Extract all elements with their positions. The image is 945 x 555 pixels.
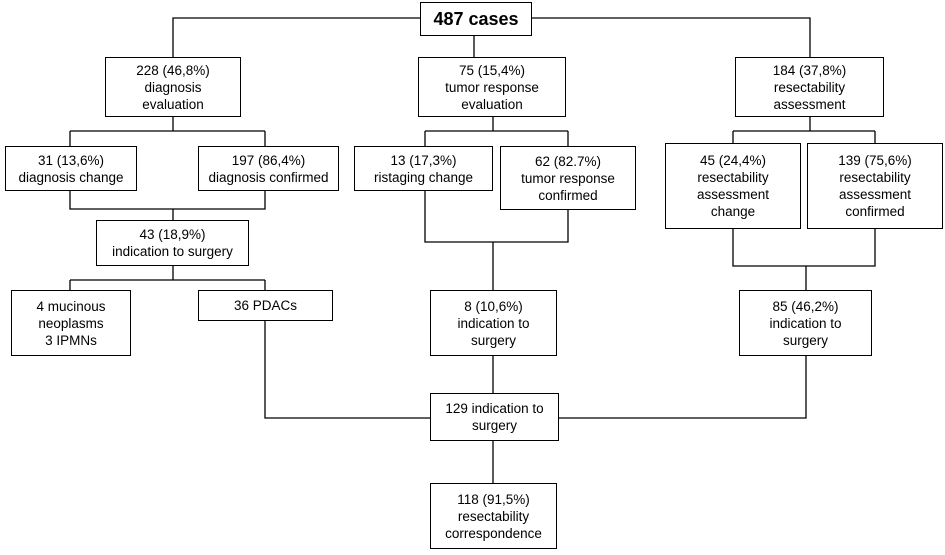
box-text-line: 3 IPMNs	[45, 332, 97, 348]
connector-tumor-merge	[424, 191, 569, 290]
box-text-line: diagnosis change	[18, 169, 124, 185]
resectability-confirmed-box: 139 (75,6%) resectability assessment confir…	[807, 143, 943, 229]
diagnosis-confirmed-box: 197 (86,4%)diagnosis confirmed	[198, 146, 339, 191]
box-text-line: 85 (46,2%)	[772, 298, 839, 314]
box-text-line: 129 indication to	[445, 401, 544, 416]
box-text-line: tumor response	[521, 170, 615, 186]
box-text-line: resectability	[457, 508, 530, 524]
resectability-change-box: 45 (24,4%) resectability assessment change	[665, 143, 801, 229]
connector-root-branches	[172, 17, 811, 57]
box-text-line: diagnosis	[144, 79, 202, 95]
box-text-line: 13 (17,3%)	[390, 152, 457, 168]
merged-indication-box: 129 indication to surgery	[430, 393, 559, 441]
box-text-line: 118 (91,5%)	[457, 491, 530, 507]
box-text-line: 43 (18,9%)	[139, 227, 206, 242]
box-text-line: 36 PDACs	[233, 298, 298, 313]
box-text-line: surgery	[471, 418, 517, 433]
ristaging-change-box: 13 (17,3%)ristaging change	[354, 146, 493, 191]
box-text-line: evaluation	[142, 96, 204, 112]
connector-diagnosis-merge	[69, 191, 266, 220]
box-text-line: evaluation	[461, 96, 523, 112]
connector-resectability-indication-merge	[559, 356, 807, 419]
box-text-line: 139 (75,6%)	[838, 153, 912, 168]
box-text-line: 45 (24,4%)	[699, 153, 767, 168]
box-text-line: ristaging change	[373, 169, 474, 185]
box-text-line: 197 (86,4%)	[231, 152, 306, 168]
box-text-line: confirmed	[538, 187, 598, 203]
box-text-line: assessment	[696, 187, 770, 202]
box-text-line: 4 mucinous	[36, 298, 106, 314]
box-text-line: indication to	[769, 315, 842, 331]
box-text-line: resectability	[697, 170, 769, 185]
connector-tumor-split	[424, 117, 569, 146]
box-text-line: 487 cases	[433, 8, 519, 29]
box-text-line: surgery	[782, 332, 828, 348]
diagnosis-indication-box: 43 (18,9%) indication to surgery	[96, 220, 249, 266]
box-text-line: confirmed	[845, 204, 905, 219]
connector-diagnosis-indication-split	[69, 266, 266, 290]
box-text-line: 62 (82.7%)	[534, 153, 602, 169]
connector-resectability-split	[732, 117, 876, 143]
box-text-line: correspondence	[445, 525, 542, 541]
connector-pdacs-merge	[264, 321, 430, 419]
box-text-line: diagnosis confirmed	[208, 169, 329, 185]
box-text-line: 228 (46,8%)	[136, 62, 210, 78]
box-text-line: tumor response	[445, 79, 539, 95]
box-text-line: 8 (10,6%)	[464, 298, 523, 314]
box-text-line: neoplasms	[38, 315, 104, 331]
box-text-line: indication to	[457, 315, 530, 331]
box-text-line: change	[710, 204, 756, 219]
box-text-line: assessment	[838, 187, 912, 202]
box-text-line: indication to surgery	[112, 244, 233, 259]
box-text-line: surgery	[470, 332, 516, 348]
box-text-line: 75 (15,4%)	[458, 62, 526, 78]
box-text-line: 31 (13,6%)	[37, 152, 105, 168]
box-text-line: assessment	[773, 96, 846, 112]
diagnosis-change-box: 31 (13,6%)diagnosis change	[5, 146, 137, 191]
connector-diagnosis-split	[69, 117, 266, 146]
box-text-line: 184 (37,8%)	[772, 62, 847, 78]
root-box: 487 cases	[420, 2, 532, 36]
box-text-line: resectability	[839, 170, 911, 185]
pdacs-box: 36 PDACs	[198, 290, 333, 321]
box-text-line: resectability	[773, 79, 846, 95]
connector-resectability-merge	[732, 229, 876, 290]
